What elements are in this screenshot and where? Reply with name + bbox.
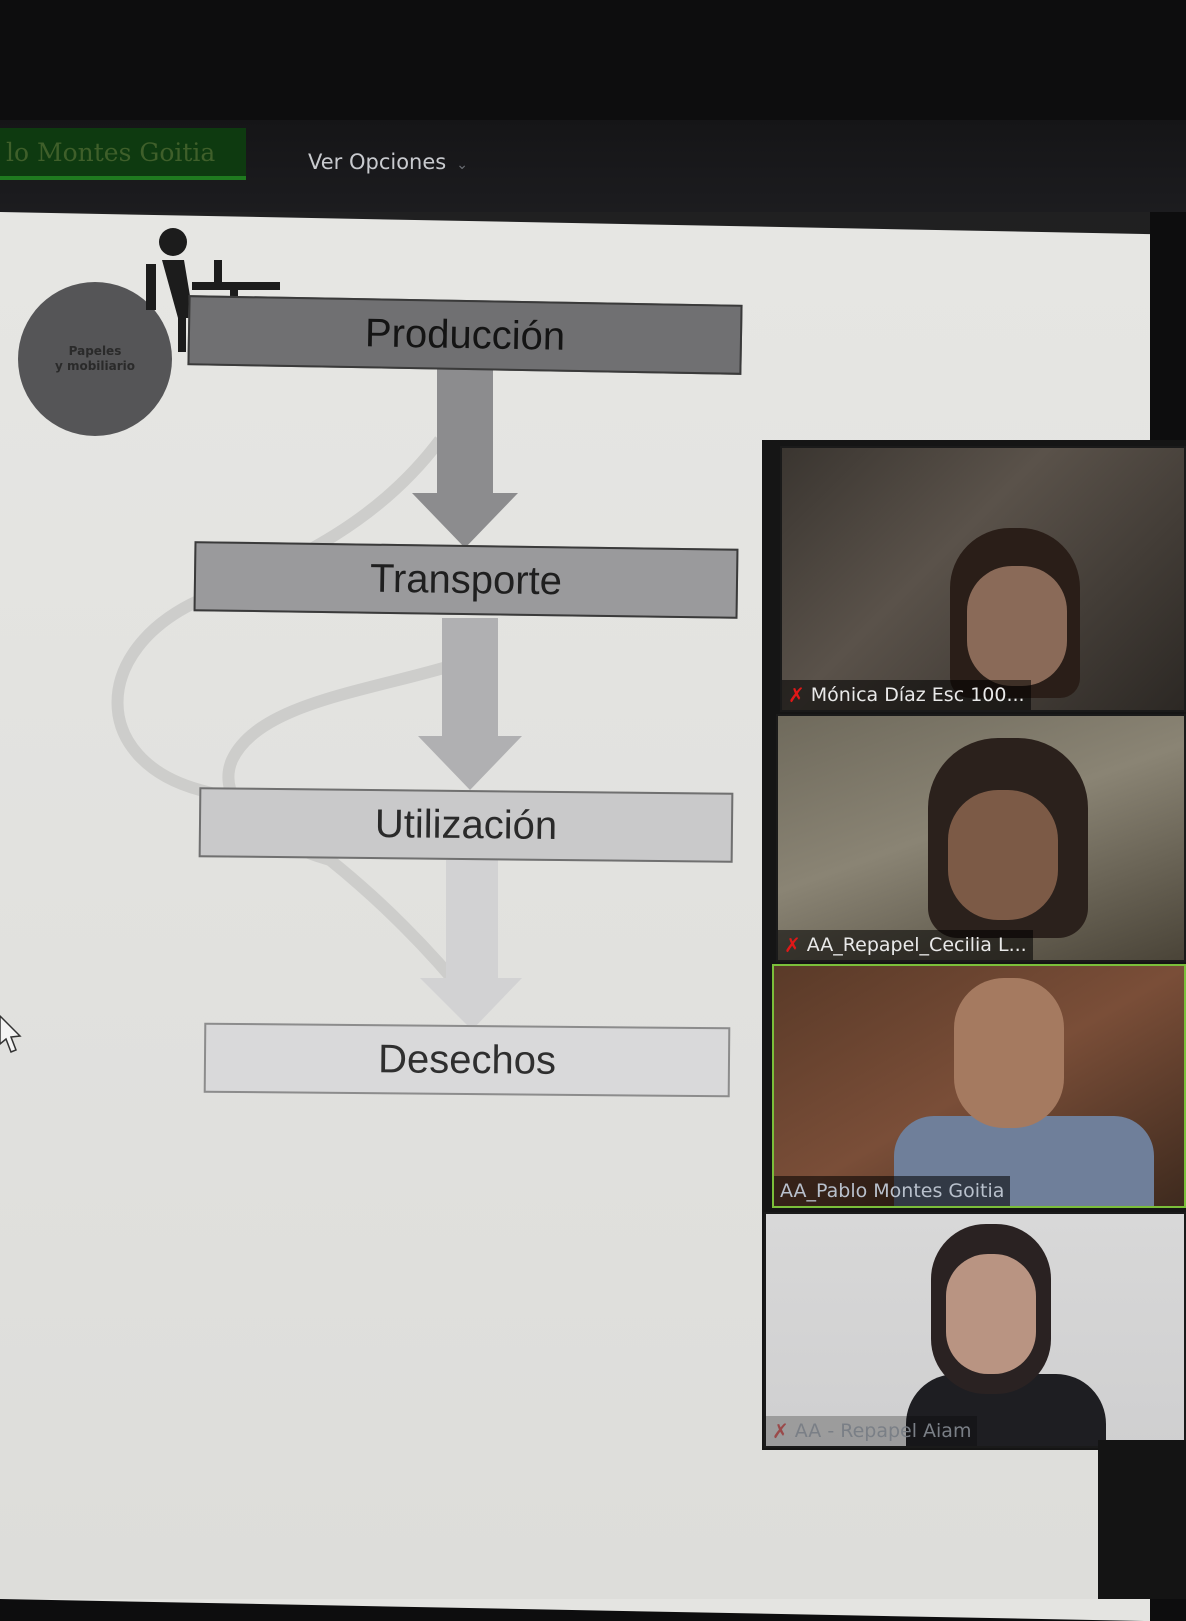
arrow-down-3 bbox=[420, 860, 522, 1030]
arrow-down-1 bbox=[412, 368, 518, 548]
participant-name: AA_Pablo Montes Goitia bbox=[780, 1180, 1005, 1202]
stage-transporte: Transporte bbox=[193, 541, 739, 619]
participant-tile[interactable]: ✗ Mónica Díaz Esc 100... bbox=[780, 446, 1186, 712]
participant-gallery: ✗ Mónica Díaz Esc 100... ✗ AA_Repapel_Ce… bbox=[762, 440, 1186, 1450]
view-options-button[interactable]: Ver Opciones ⌄ bbox=[308, 142, 468, 182]
participant-name-bar: ✗ AA - Repapel Aiam bbox=[766, 1416, 978, 1446]
mouse-cursor-icon bbox=[0, 1014, 22, 1053]
participant-name: AA_Repapel_Cecilia L... bbox=[806, 934, 1027, 956]
mic-muted-icon: ✗ bbox=[784, 933, 801, 957]
chevron-down-icon: ⌄ bbox=[456, 157, 468, 173]
active-speaker-tab[interactable]: lo Montes Goitia bbox=[0, 128, 246, 180]
participant-name-bar: AA_Pablo Montes Goitia bbox=[774, 1176, 1011, 1206]
video-face bbox=[954, 978, 1064, 1128]
view-options-label: Ver Opciones bbox=[308, 150, 447, 174]
video-face bbox=[948, 790, 1058, 920]
video-face bbox=[946, 1254, 1036, 1374]
participant-tile[interactable]: ✗ AA_Repapel_Cecilia L... bbox=[776, 714, 1186, 962]
video-face bbox=[967, 566, 1067, 686]
participant-name-bar: ✗ AA_Repapel_Cecilia L... bbox=[778, 930, 1033, 960]
stage-produccion: Producción bbox=[187, 295, 743, 375]
participant-name-bar: ✗ Mónica Díaz Esc 100... bbox=[782, 680, 1031, 710]
arrow-down-2 bbox=[418, 618, 522, 790]
participant-tile[interactable]: ✗ AA - Repapel Aiam bbox=[764, 1212, 1186, 1448]
papeles-mobiliario-circle: Papeles y mobiliario bbox=[18, 282, 172, 436]
screen-corner bbox=[1098, 1440, 1186, 1599]
mic-muted-icon: ✗ bbox=[788, 683, 805, 707]
stage-desechos: Desechos bbox=[203, 1022, 731, 1098]
background-curve-outer bbox=[111, 436, 475, 1004]
stage-utilizacion: Utilización bbox=[198, 787, 734, 863]
mic-muted-icon: ✗ bbox=[772, 1419, 789, 1443]
participant-tile-active-speaker[interactable]: AA_Pablo Montes Goitia bbox=[772, 964, 1186, 1208]
participant-name: AA - Repapel Aiam bbox=[794, 1420, 972, 1442]
participant-name: Mónica Díaz Esc 100... bbox=[810, 684, 1025, 706]
